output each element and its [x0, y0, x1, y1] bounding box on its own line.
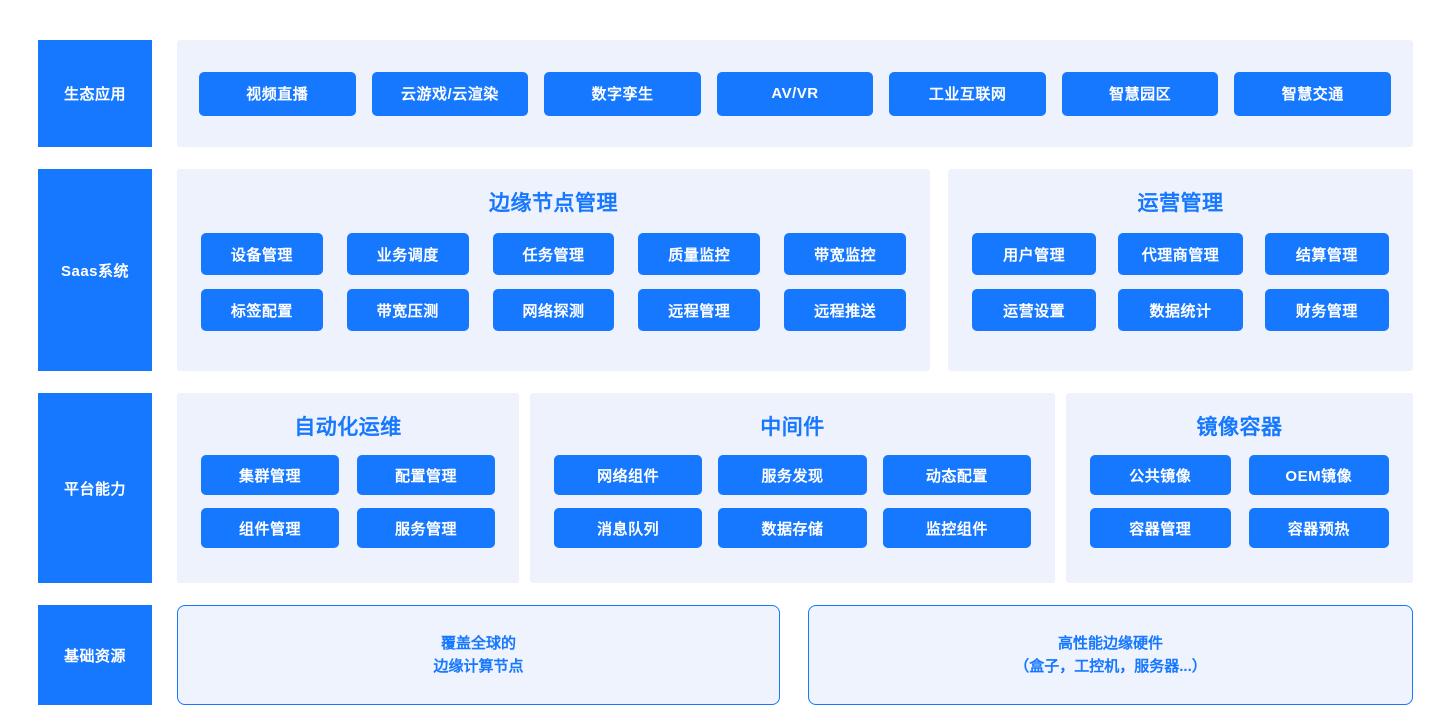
chip-agent-management[interactable]: 代理商管理 [1118, 233, 1243, 275]
chip-financial-management[interactable]: 财务管理 [1264, 289, 1389, 331]
chip-service-management[interactable]: 服务管理 [357, 508, 495, 548]
chip-cloud-gaming-rendering[interactable]: 云游戏/云渲染 [371, 71, 529, 116]
ecosystem-panel: 视频直播 云游戏/云渲染 数字孪生 AV/VR 工业互联网 智慧园区 智慧交通 [177, 40, 1413, 147]
edge-node-management-panel: 边缘节点管理 设备管理 业务调度 任务管理 质量监控 带宽监控 标签配置 带宽压… [177, 169, 930, 371]
chip-industrial-internet[interactable]: 工业互联网 [889, 71, 1046, 116]
chip-smart-park[interactable]: 智慧园区 [1061, 71, 1219, 116]
image-container-title: 镜像容器 [1196, 416, 1283, 439]
chip-user-management[interactable]: 用户管理 [972, 233, 1097, 275]
chip-network-component[interactable]: 网络组件 [554, 455, 703, 495]
chip-label-configuration[interactable]: 标签配置 [201, 289, 323, 331]
card-high-performance-edge-hardware[interactable]: 高性能边缘硬件 （盒子，工控机，服务器...） [808, 605, 1413, 705]
chip-component-management[interactable]: 组件管理 [201, 508, 339, 548]
layer-label-text: 生态应用 [63, 86, 126, 103]
operations-chip-grid: 用户管理 代理商管理 结算管理 运营设置 数据统计 财务管理 [972, 233, 1389, 331]
chip-cluster-management[interactable]: 集群管理 [201, 455, 339, 495]
chip-message-queue[interactable]: 消息队列 [554, 508, 703, 548]
row-ecosystem: 生态应用 视频直播 云游戏/云渲染 数字孪生 AV/VR 工业互联网 智慧园区 … [38, 40, 1413, 147]
chip-quality-monitoring[interactable]: 质量监控 [638, 233, 761, 275]
image-container-chip-grid: 公共镜像 OEM镜像 容器管理 容器预热 [1090, 455, 1389, 548]
layer-label-platform: 平台能力 [38, 393, 152, 583]
automation-ops-panel: 自动化运维 集群管理 配置管理 组件管理 服务管理 [177, 393, 519, 583]
automation-chip-grid: 集群管理 配置管理 组件管理 服务管理 [201, 455, 495, 548]
chip-digital-twin[interactable]: 数字孪生 [544, 71, 701, 116]
chip-dynamic-configuration[interactable]: 动态配置 [882, 455, 1031, 495]
chip-task-management[interactable]: 任务管理 [492, 233, 615, 275]
middleware-title: 中间件 [760, 416, 825, 439]
chip-data-storage[interactable]: 数据存储 [718, 508, 867, 548]
chip-monitoring-component[interactable]: 监控组件 [882, 508, 1031, 548]
chip-bandwidth-stress-test[interactable]: 带宽压测 [346, 289, 469, 331]
layer-label-saas: Saas系统 [38, 169, 152, 371]
chip-remote-push[interactable]: 远程推送 [784, 289, 906, 331]
operations-management-title: 运营管理 [1137, 192, 1224, 215]
chip-device-management[interactable]: 设备管理 [201, 233, 323, 275]
image-container-panel: 镜像容器 公共镜像 OEM镜像 容器管理 容器预热 [1066, 393, 1413, 583]
chip-operation-settings[interactable]: 运营设置 [972, 289, 1097, 331]
base-resource-cards: 覆盖全球的 边缘计算节点 高性能边缘硬件 （盒子，工控机，服务器...） [177, 605, 1413, 705]
operations-management-panel: 运营管理 用户管理 代理商管理 结算管理 运营设置 数据统计 财务管理 [948, 169, 1413, 371]
chip-oem-image[interactable]: OEM镜像 [1248, 455, 1389, 495]
chip-public-image[interactable]: 公共镜像 [1090, 455, 1231, 495]
platform-panels: 自动化运维 集群管理 配置管理 组件管理 服务管理 中间件 网络组件 服务发现 … [177, 393, 1413, 583]
chip-remote-management[interactable]: 远程管理 [638, 289, 761, 331]
chip-business-scheduling[interactable]: 业务调度 [346, 233, 469, 275]
chip-container-management[interactable]: 容器管理 [1090, 508, 1231, 548]
row-base-resources: 基础资源 覆盖全球的 边缘计算节点 高性能边缘硬件 （盒子，工控机，服务器...… [38, 605, 1413, 705]
middleware-chip-grid: 网络组件 服务发现 动态配置 消息队列 数据存储 监控组件 [554, 455, 1031, 548]
card-global-edge-nodes[interactable]: 覆盖全球的 边缘计算节点 [177, 605, 780, 705]
middleware-panel: 中间件 网络组件 服务发现 动态配置 消息队列 数据存储 监控组件 [530, 393, 1055, 583]
layer-label-text: Saas系统 [60, 262, 130, 280]
row-saas: Saas系统 边缘节点管理 设备管理 业务调度 任务管理 质量监控 带宽监控 标… [38, 169, 1413, 371]
layer-label-base-resources: 基础资源 [38, 605, 152, 705]
chip-service-discovery[interactable]: 服务发现 [718, 455, 867, 495]
saas-panels: 边缘节点管理 设备管理 业务调度 任务管理 质量监控 带宽监控 标签配置 带宽压… [177, 169, 1413, 371]
chip-container-preheat[interactable]: 容器预热 [1248, 508, 1389, 548]
edge-node-chip-grid: 设备管理 业务调度 任务管理 质量监控 带宽监控 标签配置 带宽压测 网络探测 … [201, 233, 906, 331]
chip-av-vr[interactable]: AV/VR [716, 71, 874, 116]
chip-bandwidth-monitoring[interactable]: 带宽监控 [784, 233, 906, 275]
chip-settlement-management[interactable]: 结算管理 [1264, 233, 1389, 275]
row-platform: 平台能力 自动化运维 集群管理 配置管理 组件管理 服务管理 中间件 网络组件 … [38, 393, 1413, 583]
chip-network-detection[interactable]: 网络探测 [492, 289, 615, 331]
layer-label-ecosystem: 生态应用 [38, 40, 152, 147]
chip-smart-transportation[interactable]: 智慧交通 [1234, 71, 1392, 116]
layer-label-text: 平台能力 [63, 480, 126, 498]
chip-video-live[interactable]: 视频直播 [199, 71, 356, 116]
edge-node-management-title: 边缘节点管理 [489, 192, 618, 215]
chip-data-statistics[interactable]: 数据统计 [1118, 289, 1243, 331]
layer-label-text: 基础资源 [63, 647, 126, 665]
chip-configuration-management[interactable]: 配置管理 [357, 455, 495, 495]
automation-ops-title: 自动化运维 [294, 416, 402, 439]
